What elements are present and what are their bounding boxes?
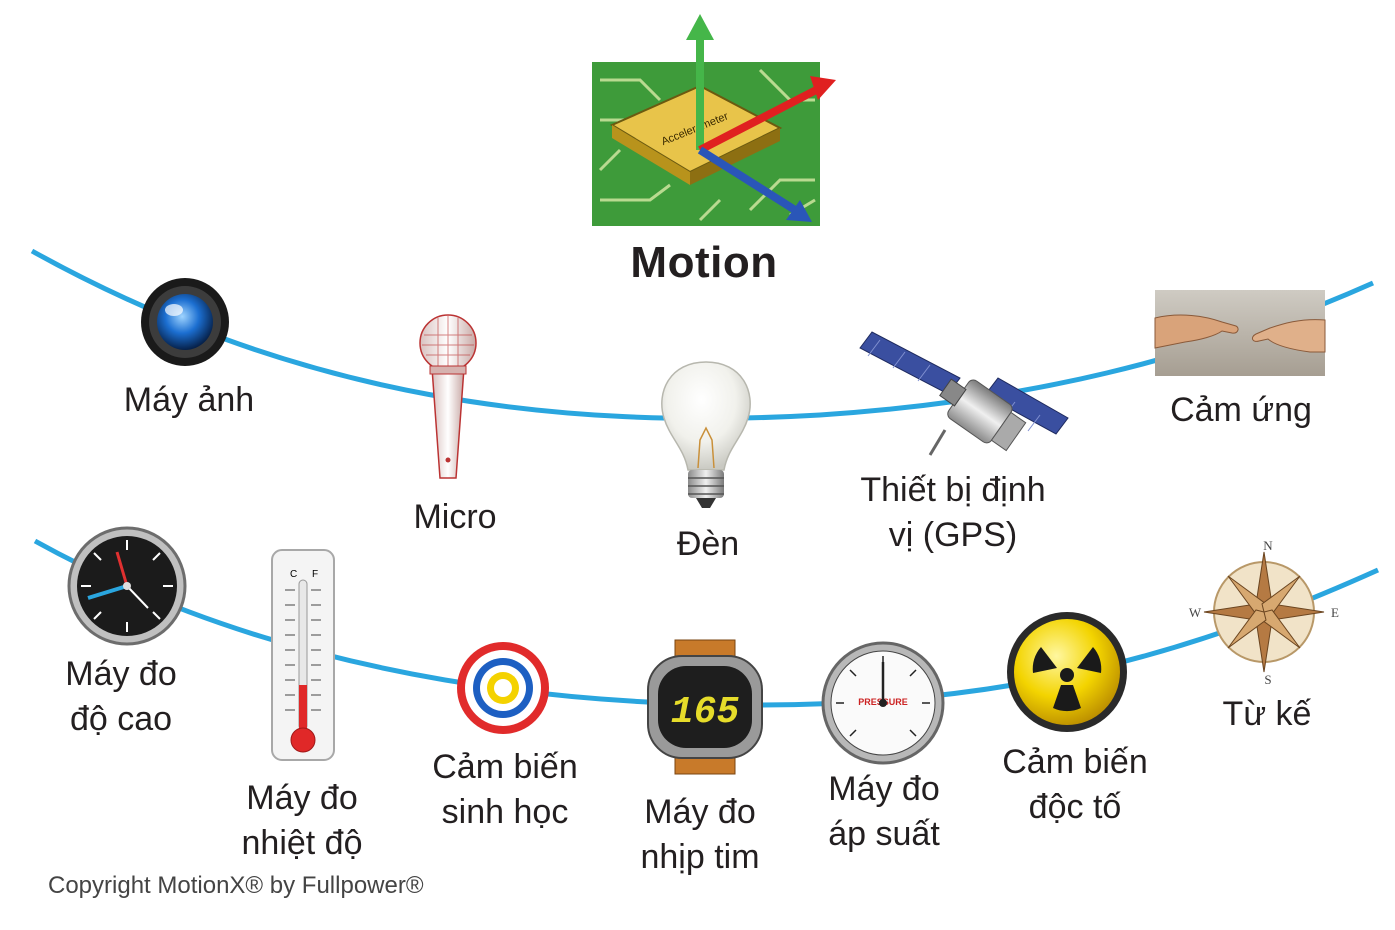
pressure-label-line-2: áp suất	[828, 815, 940, 853]
target-rings-icon	[457, 642, 549, 734]
toxin-label-line-2: độc tố	[1028, 788, 1122, 826]
gps-label-line-1: Thiết bị định	[860, 471, 1046, 509]
motion-title: Motion	[630, 238, 778, 287]
compass-west: W	[1189, 605, 1202, 620]
thermometer-label-line-1: Máy đo	[246, 779, 358, 817]
copyright-notice: Copyright MotionX® by Fullpower®	[48, 872, 424, 899]
pressure-gauge-icon: PRESSURE	[821, 641, 945, 765]
accelerometer-icon: Accelerometer	[592, 14, 836, 226]
heartrate-label-line-1: Máy đo	[644, 793, 756, 831]
radiation-hazard-icon	[1007, 612, 1127, 732]
compass-north: N	[1263, 538, 1273, 553]
heart-rate-watch-icon: 165	[647, 639, 763, 775]
heartrate-label-line-2: nhịp tim	[640, 838, 760, 876]
microphone-icon	[419, 314, 477, 479]
biosensor-label-line-2: sinh học	[441, 793, 569, 831]
altimeter-label-line-2: độ cao	[69, 700, 173, 738]
compass-label: Từ kế	[1222, 695, 1312, 733]
touch-label: Cảm ứng	[1170, 391, 1312, 429]
touching-hands-icon	[1154, 290, 1326, 376]
camera-icon	[141, 278, 229, 366]
thermometer-label: Máy đo nhiệt độ	[242, 776, 363, 866]
biosensor-label: Cảm biến sinh học	[432, 745, 578, 835]
camera-label: Máy ảnh	[123, 381, 255, 419]
pressure-label-line-1: Máy đo	[828, 770, 940, 808]
heart-rate-reading: 165	[671, 691, 740, 734]
biosensor-label-line-1: Cảm biến	[432, 748, 578, 786]
compass-rose-icon: N E S W	[1189, 538, 1339, 687]
compass-east: E	[1331, 605, 1339, 620]
satellite-icon	[859, 331, 1069, 456]
compass-south: S	[1264, 672, 1271, 687]
micro-label: Micro	[413, 498, 497, 536]
altimeter-dial-icon	[67, 526, 187, 646]
gps-label: Thiết bị định vị (GPS)	[860, 468, 1045, 558]
pressure-label: Máy đo áp suất	[828, 767, 940, 857]
fahrenheit-unit: F	[312, 569, 318, 580]
gps-label-line-2: vị (GPS)	[888, 516, 1018, 554]
altimeter-label-line-1: Máy đo	[65, 655, 177, 693]
toxin-label-line-1: Cảm biến	[1002, 743, 1148, 781]
thermometer-label-line-2: nhiệt độ	[241, 824, 363, 862]
heartrate-label: Máy đo nhịp tim	[640, 790, 759, 880]
light-label: Đèn	[676, 525, 740, 563]
altimeter-label: Máy đo độ cao	[65, 652, 177, 742]
thermometer-icon: C F	[271, 549, 335, 761]
light-bulb-icon	[661, 361, 751, 508]
toxin-label: Cảm biến độc tố	[1002, 740, 1148, 830]
celsius-unit: C	[290, 569, 297, 580]
